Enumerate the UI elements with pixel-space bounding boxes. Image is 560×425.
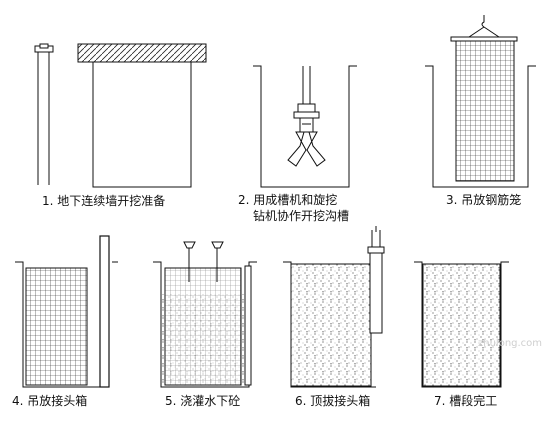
step-4-number: 4. — [12, 394, 24, 408]
step-2-caption: 2. 用成槽机和旋挖 — [238, 193, 337, 207]
rebar-cage — [25, 267, 88, 386]
ground-slab — [77, 43, 207, 63]
guide-wall-post — [34, 43, 54, 185]
step-5-number: 5. — [165, 394, 177, 408]
step-2-label-line2: 钻机协作开挖沟槽 — [253, 209, 350, 223]
step-6-illustration — [283, 226, 385, 388]
step-3-label: 吊放钢筋笼 — [461, 193, 522, 207]
rebar-cage — [164, 267, 242, 386]
step-6-label: 顶拔接头箱 — [310, 394, 371, 408]
step-3-caption: 3. 吊放钢筋笼 — [446, 193, 521, 207]
step-2-caption-line2: 钻机协作开挖沟槽 — [253, 209, 349, 223]
step-2-label: 用成槽机和旋挖 — [253, 193, 338, 207]
step-4-caption: 4. 吊放接头箱 — [12, 394, 87, 408]
step-6-caption: 6. 顶拔接头箱 — [295, 394, 370, 408]
step-5-caption: 5. 浇灌水下砼 — [165, 394, 240, 408]
step-4-illustration — [15, 235, 118, 388]
step-7-caption: 7. 槽段完工 — [434, 394, 497, 408]
trench-walls — [425, 65, 536, 188]
step-7-number: 7. — [434, 394, 446, 408]
step-7-illustration — [414, 261, 509, 388]
step-1-label: 地下连续墙开挖准备 — [57, 194, 166, 208]
step-2-number: 2. — [238, 193, 250, 207]
joint-box-extractor — [367, 226, 385, 334]
joint-box — [99, 235, 110, 388]
step-5-illustration — [153, 241, 257, 388]
trench-walls — [414, 261, 509, 388]
step-6-number: 6. — [295, 394, 307, 408]
trench-walls — [253, 65, 357, 188]
step-1-illustration — [34, 43, 207, 188]
step-3-number: 3. — [446, 193, 458, 207]
concrete-panel — [422, 263, 501, 387]
trench-grab — [287, 103, 326, 167]
excavation-outline — [92, 62, 192, 188]
crane-hook — [450, 15, 518, 42]
step-3-illustration — [425, 15, 536, 188]
rebar-cage — [455, 40, 515, 182]
step-1-number: 1. — [42, 194, 54, 208]
step-2-illustration — [253, 65, 357, 188]
step-4-label: 吊放接头箱 — [27, 394, 88, 408]
trench-walls — [153, 261, 257, 388]
step-7-label: 槽段完工 — [449, 394, 498, 408]
concrete-panel — [290, 263, 372, 387]
tremie-pipes — [183, 241, 224, 282]
step-1-caption: 1. 地下连续墙开挖准备 — [42, 194, 165, 208]
watermark: zhulong.com — [478, 338, 543, 349]
step-5-label: 浇灌水下砼 — [180, 394, 241, 408]
